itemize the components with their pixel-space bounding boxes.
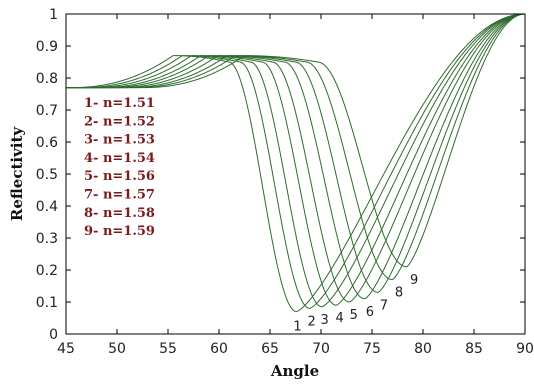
- curve-6: [66, 13, 526, 300]
- curve-label-7: 7: [380, 298, 388, 313]
- x-tick-label: 45: [57, 341, 75, 357]
- curve-2: [66, 13, 526, 309]
- legend-entry: 7- n=1.57: [84, 188, 155, 203]
- y-tick-label: 0: [49, 327, 58, 343]
- x-axis-title: Angle: [270, 362, 319, 380]
- y-tick-label: 0.7: [36, 103, 58, 119]
- curve-label-5: 5: [350, 308, 358, 323]
- x-tick-label: 85: [465, 341, 483, 357]
- curve-1: [66, 13, 526, 313]
- y-tick-label: 0.1: [36, 295, 58, 311]
- y-axis-title: Reflectivity: [8, 126, 26, 222]
- curve-label-6: 6: [366, 305, 374, 320]
- y-tick-label: 0.9: [36, 39, 58, 55]
- legend-entry: 5- n=1.56: [84, 169, 155, 184]
- curve-label-1: 1: [293, 320, 301, 335]
- y-tick-label: 0.8: [36, 71, 58, 87]
- x-tick-label: 80: [414, 341, 432, 357]
- curve-9: [66, 13, 526, 268]
- y-tick-label: 1: [49, 7, 58, 23]
- curves-group: [66, 13, 526, 313]
- curve-label-4: 4: [336, 311, 344, 326]
- x-tick-label: 55: [159, 341, 177, 357]
- curve-4: [66, 13, 526, 306]
- curve-label-2: 2: [307, 314, 315, 329]
- curve-5: [66, 13, 526, 303]
- y-tick-label: 0.3: [36, 231, 58, 247]
- legend: 1- n=1.51 2- n=1.52 3- n=1.53 4- n=1.54 5- n…: [84, 96, 155, 239]
- curve-3: [66, 13, 526, 308]
- y-tick-label: 0.2: [36, 263, 58, 279]
- curve-label-8: 8: [395, 286, 403, 301]
- y-tick-label: 0.4: [36, 199, 58, 215]
- x-tick-label: 65: [261, 341, 279, 357]
- x-tick-label: 50: [108, 341, 126, 357]
- legend-entry: 4- n=1.54: [84, 151, 155, 166]
- legend-entry: 8- n=1.58: [84, 206, 155, 221]
- curve-label-9: 9: [410, 273, 418, 288]
- legend-entry: 3- n=1.53: [84, 133, 155, 148]
- y-tick-label: 0.6: [36, 135, 58, 151]
- curve-label-3: 3: [320, 313, 328, 328]
- x-tick-label: 60: [210, 341, 228, 357]
- x-tick-label: 75: [363, 341, 381, 357]
- legend-entry: 1- n=1.51: [84, 96, 155, 111]
- legend-entry: 2- n=1.52: [84, 114, 155, 129]
- legend-entry: 9- n=1.59: [84, 224, 155, 239]
- x-tick-label: 90: [516, 341, 534, 357]
- x-tick-label: 70: [312, 341, 330, 357]
- y-tick-label: 0.5: [36, 167, 58, 183]
